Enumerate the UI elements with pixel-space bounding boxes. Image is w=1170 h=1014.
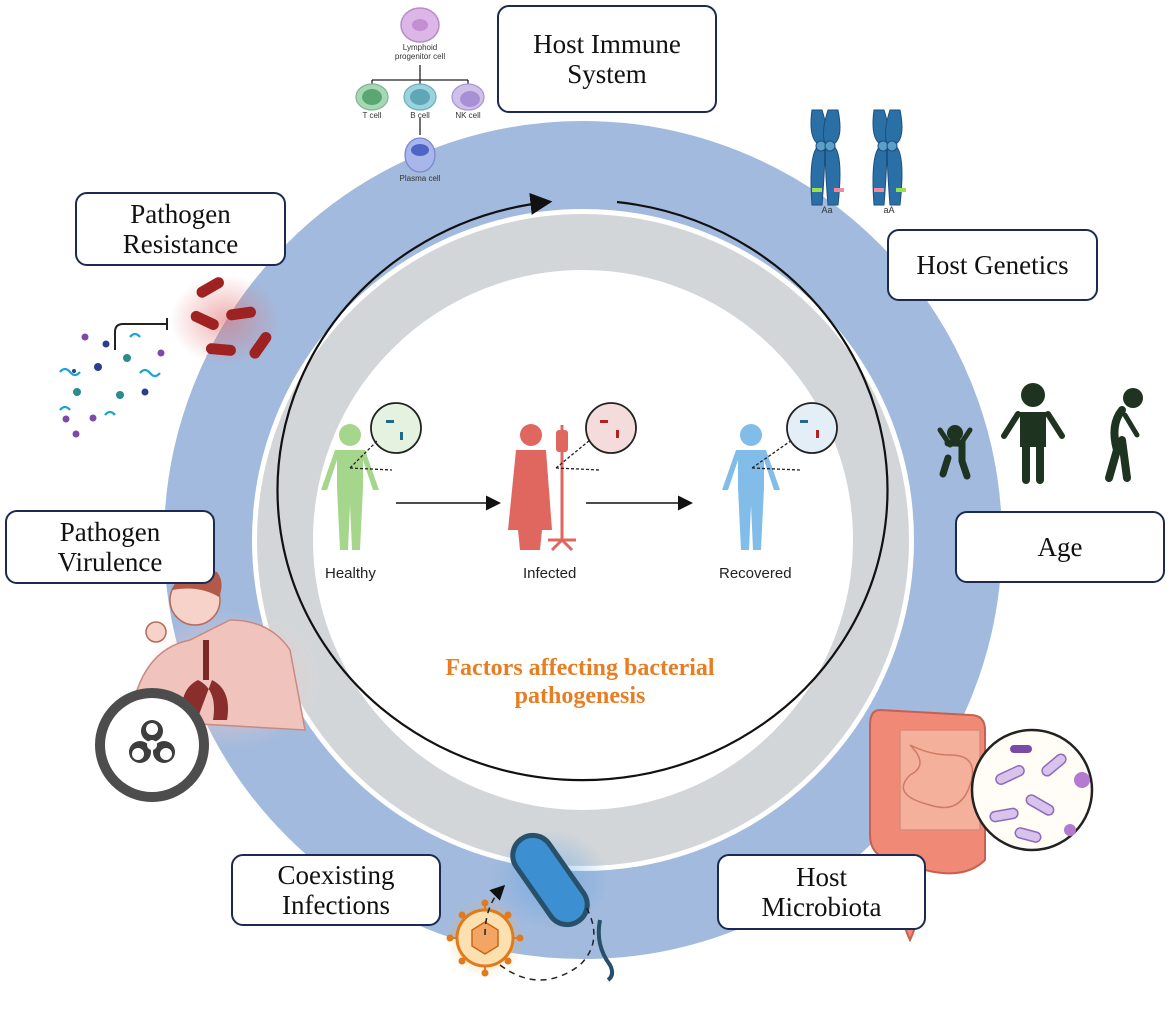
factor-coexisting-infections: Coexisting Infections (231, 854, 441, 926)
factor-pathogen-virulence: Pathogen Virulence (5, 510, 215, 584)
factor-pathogen-resistance: Pathogen Resistance (75, 192, 286, 266)
factor-host-microbiota: Host Microbiota (717, 854, 926, 930)
resistant-bacteria-illustration (59, 275, 280, 438)
nk-cell-label: NK cell (455, 111, 481, 120)
allele-label-aa: Aa (821, 205, 833, 215)
immune-cells-illustration (355, 7, 485, 173)
cycle-arrow (276, 193, 889, 782)
tissue-magnifier-infected (555, 402, 637, 471)
recovered-person-figure (722, 424, 780, 550)
stage-label-recovered: Recovered (719, 565, 792, 582)
factor-host-immune-system: Host Immune System (497, 5, 717, 113)
factor-age: Age (955, 511, 1165, 583)
tissue-magnifier-healthy (349, 402, 422, 471)
stage-label-infected: Infected (523, 565, 577, 582)
diagram-title: Factors affecting bacterial pathogenesis (445, 655, 715, 709)
allele-label-aA: aA (883, 205, 895, 215)
chromosomes-illustration (810, 109, 906, 206)
infected-person-figure (508, 424, 576, 552)
intestine-illustration (869, 708, 1094, 943)
progenitor-cell-label: Lymphoid progenitor cell (394, 43, 446, 61)
inner-ring (257, 214, 909, 866)
outer-ring (164, 121, 1002, 959)
biohazard-icon (95, 688, 209, 802)
healthy-person-figure (321, 424, 379, 550)
stage-label-healthy: Healthy (325, 565, 376, 582)
tissue-magnifier-recovered (751, 402, 838, 471)
virus-bacterium-illustration (445, 830, 615, 982)
b-cell-label: B cell (410, 111, 430, 120)
age-figures-illustration (937, 383, 1143, 484)
factor-host-genetics: Host Genetics (887, 229, 1098, 301)
t-cell-label: T cell (362, 111, 382, 120)
plasma-cell-label: Plasma cell (399, 174, 441, 183)
